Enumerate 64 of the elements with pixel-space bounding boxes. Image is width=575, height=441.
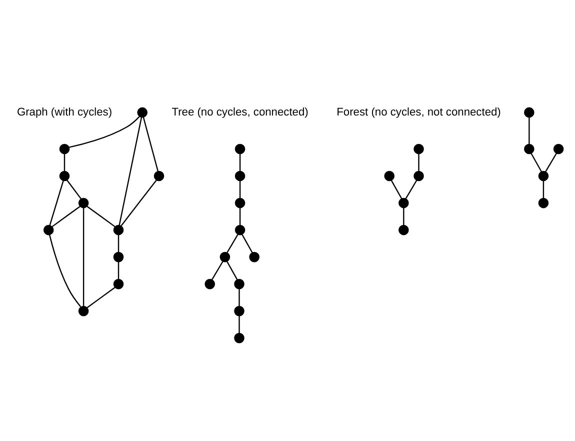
- connector: [226, 261, 238, 280]
- label: Forest (no cycles, not connected): [336, 106, 501, 118]
- node-circle: [414, 144, 424, 154]
- node-circle: [553, 144, 564, 154]
- connector: [68, 116, 140, 148]
- connector: [530, 153, 542, 172]
- node-circle: [59, 144, 70, 154]
- node-circle: [220, 252, 230, 262]
- node-circle: [524, 144, 534, 154]
- node-circle: [384, 170, 395, 182]
- node-circle: [78, 198, 89, 208]
- node-circle: [249, 252, 260, 262]
- connector: [390, 180, 402, 199]
- node-circle: [524, 107, 534, 118]
- connector: [239, 154, 241, 172]
- connector: [239, 180, 241, 198]
- connector: [52, 206, 80, 228]
- connector: [212, 261, 224, 280]
- connector: [49, 234, 82, 308]
- connector: [238, 316, 240, 334]
- connector: [418, 154, 420, 172]
- node-circle: [154, 170, 164, 182]
- node-circle: [113, 278, 124, 290]
- connector: [239, 208, 241, 226]
- connector: [242, 234, 253, 253]
- connector: [66, 180, 82, 200]
- label: Tree (no cycles, connected): [172, 106, 308, 118]
- connector: [120, 180, 157, 226]
- node-circle: [234, 198, 246, 208]
- node-circle: [234, 144, 246, 154]
- node-circle: [234, 332, 244, 344]
- node-circle: [538, 198, 549, 208]
- node-circle: [234, 224, 246, 236]
- connector: [64, 154, 66, 172]
- label: Graph (with cycles): [16, 106, 112, 118]
- node-circle: [398, 198, 409, 208]
- node-circle: [234, 170, 246, 182]
- connector: [238, 288, 240, 306]
- connector: [49, 180, 64, 226]
- connector: [86, 286, 116, 308]
- node-circle: [234, 306, 244, 316]
- connector: [542, 180, 544, 198]
- connector: [226, 234, 238, 253]
- connector: [142, 117, 158, 172]
- node-circle: [113, 252, 124, 262]
- connector: [118, 117, 142, 226]
- node-circle: [43, 224, 54, 236]
- connector: [118, 234, 120, 252]
- connector: [82, 208, 84, 306]
- node-circle: [59, 170, 70, 182]
- node-circle: [398, 224, 409, 236]
- node-circle: [204, 278, 216, 290]
- connector: [528, 117, 530, 144]
- connector: [86, 206, 116, 228]
- node-circle: [234, 278, 244, 290]
- connector: [118, 262, 120, 280]
- connector: [545, 153, 557, 172]
- node-circle: [78, 306, 89, 316]
- node-circle: [538, 170, 549, 182]
- node-circle: [414, 170, 424, 182]
- node-circle: [113, 224, 124, 236]
- connector: [405, 180, 418, 199]
- connector: [403, 208, 404, 226]
- node-circle: [137, 107, 148, 118]
